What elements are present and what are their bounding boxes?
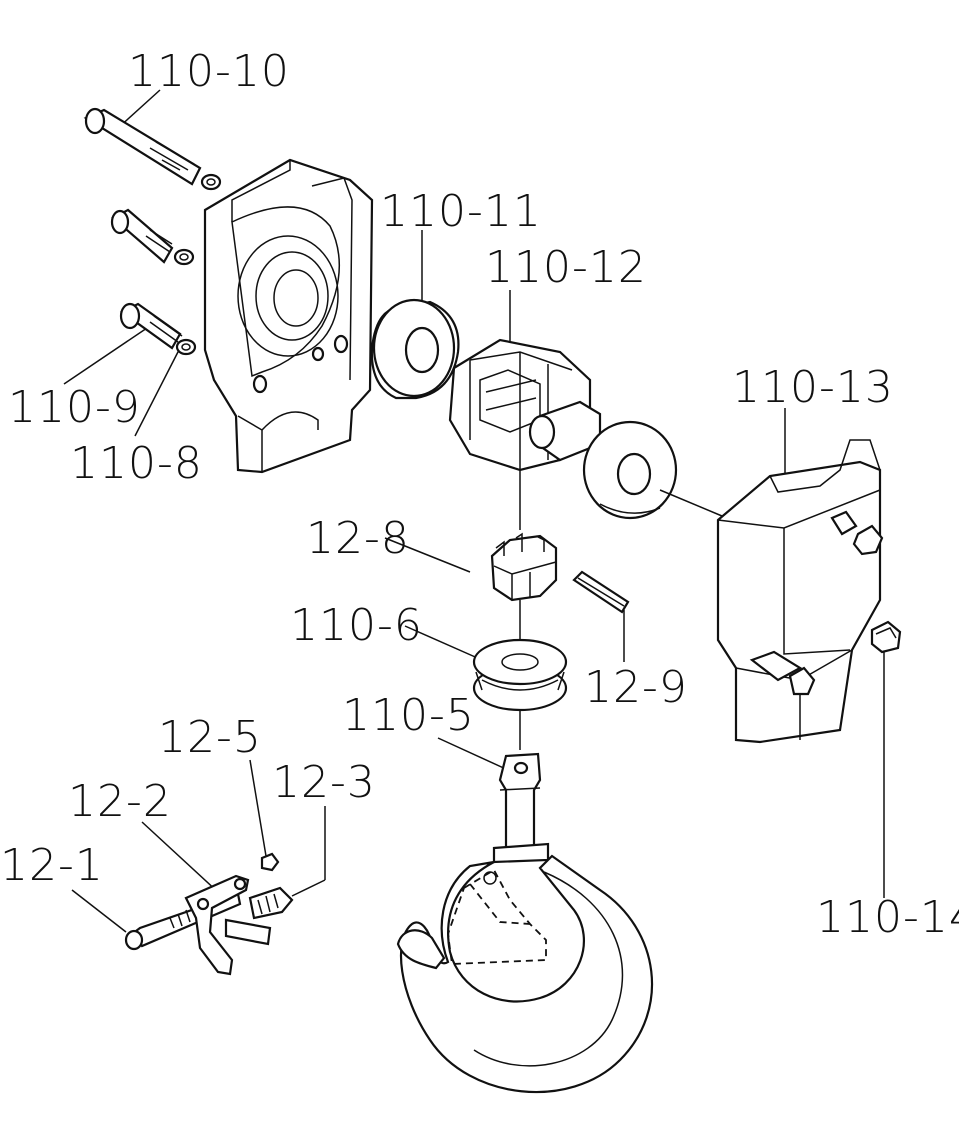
- bearing-right: [582, 420, 723, 520]
- bolt-middle: [110, 208, 195, 266]
- nut-110-14: [870, 620, 902, 654]
- bolt-lower: [119, 302, 197, 356]
- label-12-1: 12-1: [0, 840, 104, 891]
- leader-lines: [63, 89, 885, 933]
- label-110-5: 110-5: [342, 690, 475, 741]
- cotter-pin-12-9: [572, 570, 630, 614]
- label-110-12: 110-12: [485, 242, 647, 293]
- label-12-3: 12-3: [272, 757, 376, 808]
- label-12-5: 12-5: [158, 712, 262, 763]
- bearing-110-11: [370, 298, 460, 400]
- label-12-9: 12-9: [584, 662, 688, 713]
- label-110-10: 110-10: [128, 46, 290, 97]
- thrust-bearing-110-6: [472, 600, 568, 750]
- wheel-assembly-110-12: [448, 338, 602, 530]
- hook-110-5: [396, 752, 653, 1094]
- bolt-upper: [83, 107, 222, 191]
- label-110-6: 110-6: [290, 600, 423, 651]
- label-12-2: 12-2: [68, 776, 172, 827]
- left-side-plate: [203, 158, 374, 474]
- latch-assembly: [124, 852, 294, 976]
- label-110-11: 110-11: [380, 186, 542, 237]
- label-110-9: 110-9: [8, 382, 141, 433]
- label-110-14: 110-14: [816, 892, 959, 943]
- right-side-plate: [716, 439, 884, 744]
- label-110-8: 110-8: [70, 438, 203, 489]
- label-12-8: 12-8: [306, 513, 410, 564]
- safety-latch-dashed: [447, 868, 547, 965]
- castle-nut-12-8: [490, 532, 558, 602]
- label-110-13: 110-13: [732, 362, 894, 413]
